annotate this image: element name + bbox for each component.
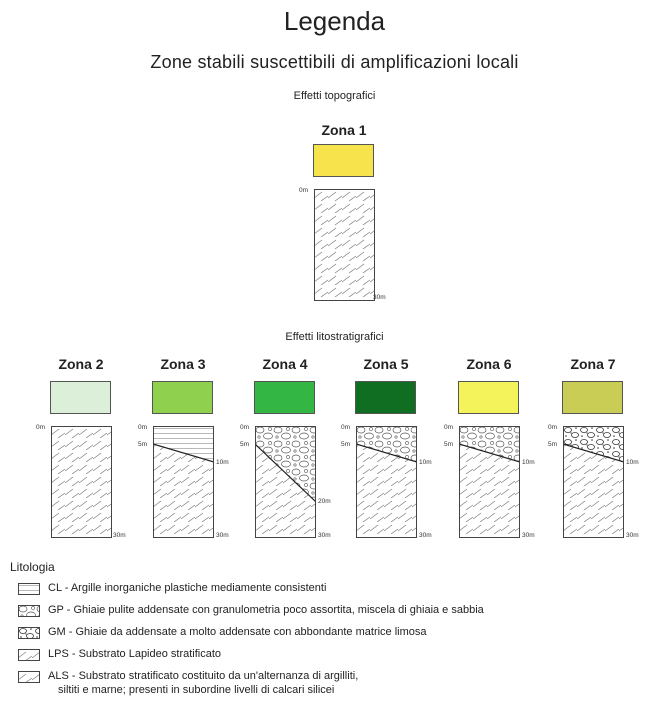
zone-6-depth-mid: 5m: [444, 441, 454, 448]
zone-3-depth-mid: 5m: [138, 441, 148, 448]
zone-1-column: [314, 189, 375, 301]
zone-5-label: Zona 5: [363, 356, 409, 372]
zone-6-swatch: [458, 381, 519, 414]
legend-subtitle: Zone stabili suscettibili di amplificazi…: [150, 52, 519, 72]
lithology-text-cl: CL - Argille inorganiche plastiche media…: [48, 582, 327, 594]
zone-5-depth-bottom: 30m: [419, 532, 432, 539]
zone-3-swatch: [152, 381, 213, 414]
zone-4-depth-right: 20m: [318, 498, 331, 505]
zone-1-swatch: [313, 144, 374, 177]
zone-4-swatch: [254, 381, 315, 414]
lithology-text-als-line2: siltiti e marne; presenti in subordine l…: [58, 684, 335, 696]
gm-pattern-icon: [18, 627, 40, 639]
lithology-text-gp: GP - Ghiaie pulite addensate con granulo…: [48, 604, 484, 616]
lithology-text-lps: LPS - Substrato Lapideo stratificato: [48, 648, 222, 660]
zone-2-depth-bottom: 30m: [113, 532, 126, 539]
zone-2-column: [51, 426, 112, 538]
zone-7-depth-mid: 5m: [548, 441, 558, 448]
zone-6-depth-bottom: 30m: [522, 532, 535, 539]
zone-6-depth-right: 10m: [522, 459, 535, 466]
zone-4-label: Zona 4: [262, 356, 308, 372]
zone-7-swatch: [562, 381, 623, 414]
zone-4-depth-top: 0m: [240, 424, 250, 431]
als-pattern-icon: [18, 671, 40, 683]
lithology-title: Litologia: [10, 560, 55, 574]
zone-5-swatch: [355, 381, 416, 414]
lithology-text-gm: GM - Ghiaie da addensate a molto addensa…: [48, 626, 427, 638]
zone-7-depth-right: 10m: [626, 459, 639, 466]
zone-6-label: Zona 6: [466, 356, 512, 372]
zone-1-label: Zona 1: [321, 122, 367, 138]
section-lithostratigraphic: Effetti litostratigrafici: [285, 331, 384, 343]
gp-pattern-icon: [18, 605, 40, 617]
legend-title: Legenda: [283, 6, 386, 36]
lps-pattern-icon: [18, 649, 40, 661]
zone-4-column: [255, 426, 316, 538]
zone-2-label: Zona 2: [58, 356, 104, 372]
zone-5-depth-top: 0m: [341, 424, 351, 431]
zone-5-depth-right: 10m: [419, 459, 432, 466]
zone-4-depth-mid: 5m: [240, 441, 250, 448]
zone-6-depth-top: 0m: [444, 424, 454, 431]
cl-pattern-icon: [18, 583, 40, 595]
zone-2-depth-top: 0m: [36, 424, 46, 431]
zone-7-column: [563, 426, 624, 538]
zone-3-label: Zona 3: [160, 356, 206, 372]
zone-1-depth-bottom: 30m: [373, 294, 386, 301]
zone-2-swatch: [50, 381, 111, 414]
zone-5-column: [356, 426, 417, 538]
zone-7-label: Zona 7: [570, 356, 616, 372]
zone-7-depth-top: 0m: [548, 424, 558, 431]
zone-5-depth-mid: 5m: [341, 441, 351, 448]
zone-3-column: [153, 426, 214, 538]
zone-6-column: [459, 426, 520, 538]
lithology-text-als: ALS - Substrato stratificato costituito …: [48, 670, 359, 682]
zone-7-depth-bottom: 30m: [626, 532, 639, 539]
zone-1-depth-top: 0m: [299, 187, 309, 194]
zone-4-depth-bottom: 30m: [318, 532, 331, 539]
zone-3-depth-right: 10m: [216, 459, 229, 466]
zone-3-depth-bottom: 30m: [216, 532, 229, 539]
section-topographic: Effetti topografici: [293, 90, 376, 102]
zone-3-depth-top: 0m: [138, 424, 148, 431]
